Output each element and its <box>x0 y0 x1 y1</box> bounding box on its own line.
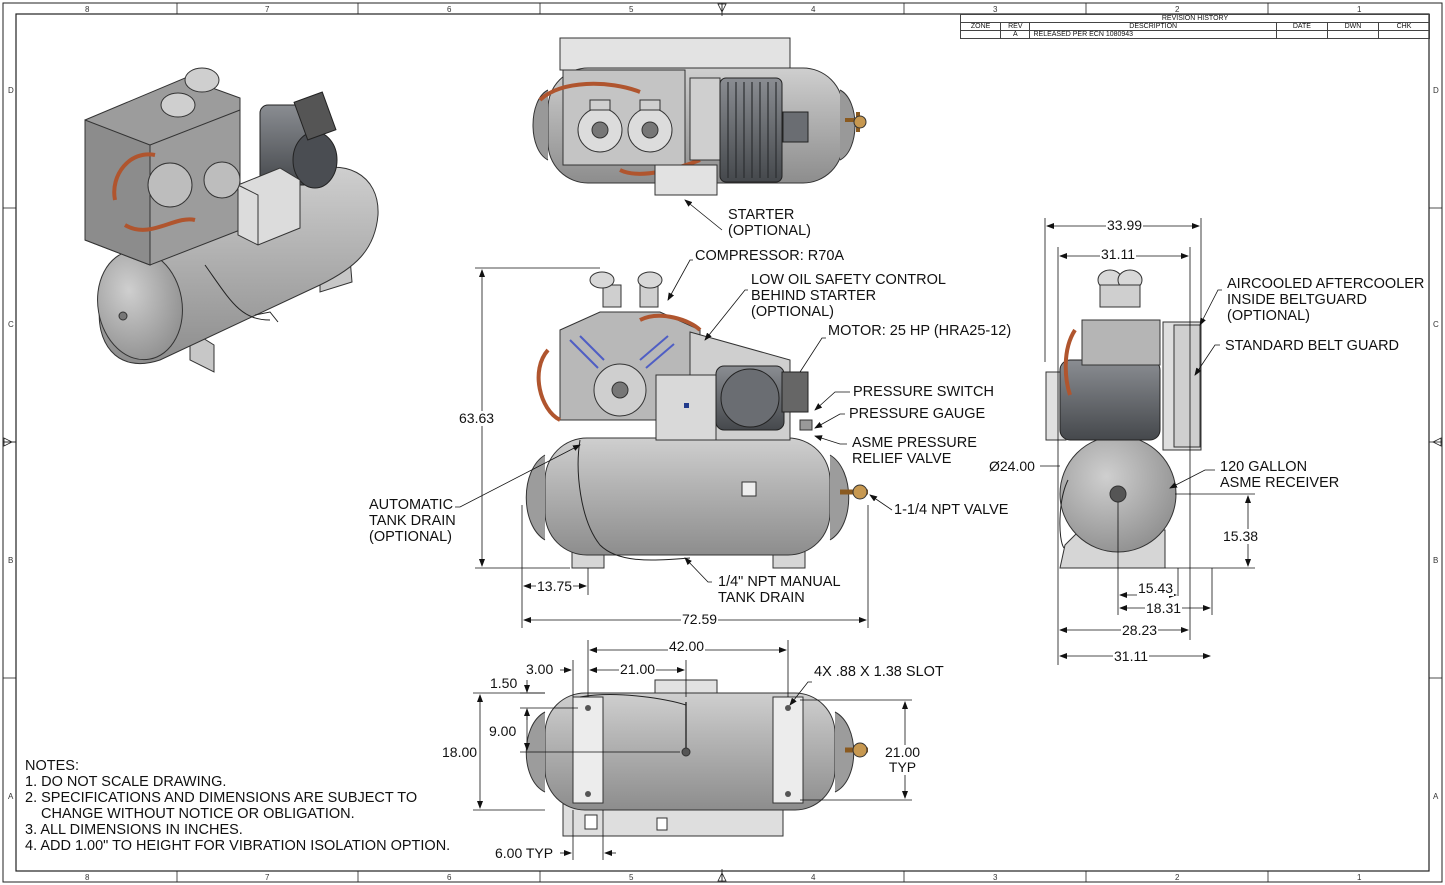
compressor-label: COMPRESSOR: R70A <box>695 248 845 264</box>
dim-3-00: 3.00 <box>525 661 555 677</box>
note-item: 4. ADD 1.00" TO HEIGHT FOR VIBRATION ISO… <box>25 838 451 854</box>
table-row: A RELEASED PER ECN 1080943 <box>959 30 1431 39</box>
dim-tank-diameter: Ø24.00 <box>988 458 1036 474</box>
dim-31-11-base: 31.11 <box>1113 648 1149 664</box>
zone-col-label: 6 <box>447 873 452 882</box>
pressure-switch-label: PRESSURE SWITCH <box>853 384 994 400</box>
zone-col-label: 8 <box>85 873 90 882</box>
zone-col-label: 2 <box>1175 873 1180 882</box>
revision-history-table: REVISION HISTORY ZONE REV DESCRIPTION DA… <box>959 14 1431 39</box>
dim-overall-length: 72.59 <box>681 611 719 627</box>
dim-21-00: 21.00 <box>619 661 657 677</box>
zone-col-label: 3 <box>993 873 998 882</box>
zone-row-label: A <box>1433 792 1439 801</box>
top-view <box>532 37 867 196</box>
zone-col-label: 4 <box>811 5 816 14</box>
rev-cell-date <box>1275 30 1328 39</box>
zone-col-label: 3 <box>993 5 998 14</box>
zone-row-label: B <box>8 556 14 565</box>
motor-label: MOTOR: 25 HP (HRA25-12) <box>828 323 1012 339</box>
dim-6-typ: 6.00 TYP <box>494 845 555 861</box>
zone-col-label: 1 <box>1357 873 1362 882</box>
zone-row-label: D <box>8 86 14 95</box>
rev-header-chk: CHK <box>1377 22 1431 31</box>
front-view <box>525 271 868 569</box>
dim-28-23: 28.23 <box>1121 622 1159 638</box>
isometric-view <box>84 67 379 373</box>
rev-header-rev: REV <box>1000 22 1031 31</box>
rev-header-zone: ZONE <box>959 22 1002 31</box>
dim-foot-spacing: 42.00 <box>668 638 706 654</box>
zone-col-label: 4 <box>811 873 816 882</box>
zone-col-label: 5 <box>629 5 634 14</box>
zone-row-label: C <box>1433 320 1439 329</box>
note-item: 1. DO NOT SCALE DRAWING. <box>25 774 227 790</box>
slot-label: 4X .88 X 1.38 SLOT <box>814 664 944 680</box>
zone-col-label: 1 <box>1357 5 1362 14</box>
rev-header-dwn: DWN <box>1326 22 1379 31</box>
rev-cell-dwn <box>1326 30 1379 39</box>
zone-row-label: A <box>8 792 14 801</box>
starter-label: STARTER(OPTIONAL) <box>728 207 811 239</box>
belt-guard-label: STANDARD BELT GUARD <box>1225 338 1400 354</box>
plan-view <box>525 679 868 837</box>
zone-col-label: 7 <box>265 873 270 882</box>
rev-cell-zone <box>959 30 1002 39</box>
zone-row-label: B <box>1433 556 1439 565</box>
dim-15-43: 15.43 <box>1137 580 1175 596</box>
leader-lines <box>455 199 1222 706</box>
zone-col-label: 2 <box>1175 5 1180 14</box>
note-item: 3. ALL DIMENSIONS IN INCHES. <box>25 822 243 838</box>
pressure-gauge-label: PRESSURE GAUGE <box>849 406 986 422</box>
zone-col-label: 7 <box>265 5 270 14</box>
dim-1-50: 1.50 <box>489 675 519 691</box>
note-item: 2. SPECIFICATIONS AND DIMENSIONS ARE SUB… <box>25 790 418 806</box>
revision-history-title: REVISION HISTORY <box>960 14 1430 23</box>
dim-width-31: 31.11 <box>1100 246 1136 262</box>
rev-header-date: DATE <box>1275 22 1328 31</box>
dim-drain-offset: 13.75 <box>536 578 574 594</box>
zone-col-label: 6 <box>447 5 452 14</box>
notes-block: NOTES: 1. DO NOT SCALE DRAWING. 2. SPECI… <box>25 758 450 854</box>
zone-col-label: 8 <box>85 5 90 14</box>
zone-row-label: C <box>8 320 14 329</box>
side-view <box>1045 269 1202 569</box>
rev-cell-chk <box>1377 30 1431 39</box>
notes-title: NOTES: <box>25 758 79 774</box>
dim-18-31: 18.31 <box>1145 600 1183 616</box>
dim-tank-center-height: 15.38 <box>1222 528 1260 544</box>
zone-row-label: D <box>1433 86 1439 95</box>
dim-9-00: 9.00 <box>488 723 518 739</box>
dim-height: 63.63 <box>458 410 496 426</box>
dim-overall-width: 33.99 <box>1106 217 1144 233</box>
dim-18-00: 18.00 <box>441 744 479 760</box>
rev-header-description: DESCRIPTION <box>1029 22 1277 31</box>
npt-valve-label: 1-1/4 NPT VALVE <box>894 502 1009 518</box>
rev-cell-description: RELEASED PER ECN 1080943 <box>1029 30 1277 39</box>
zone-col-label: 5 <box>629 873 634 882</box>
note-item: CHANGE WITHOUT NOTICE OR OBLIGATION. <box>41 806 355 822</box>
rev-cell-rev: A <box>1000 30 1031 39</box>
